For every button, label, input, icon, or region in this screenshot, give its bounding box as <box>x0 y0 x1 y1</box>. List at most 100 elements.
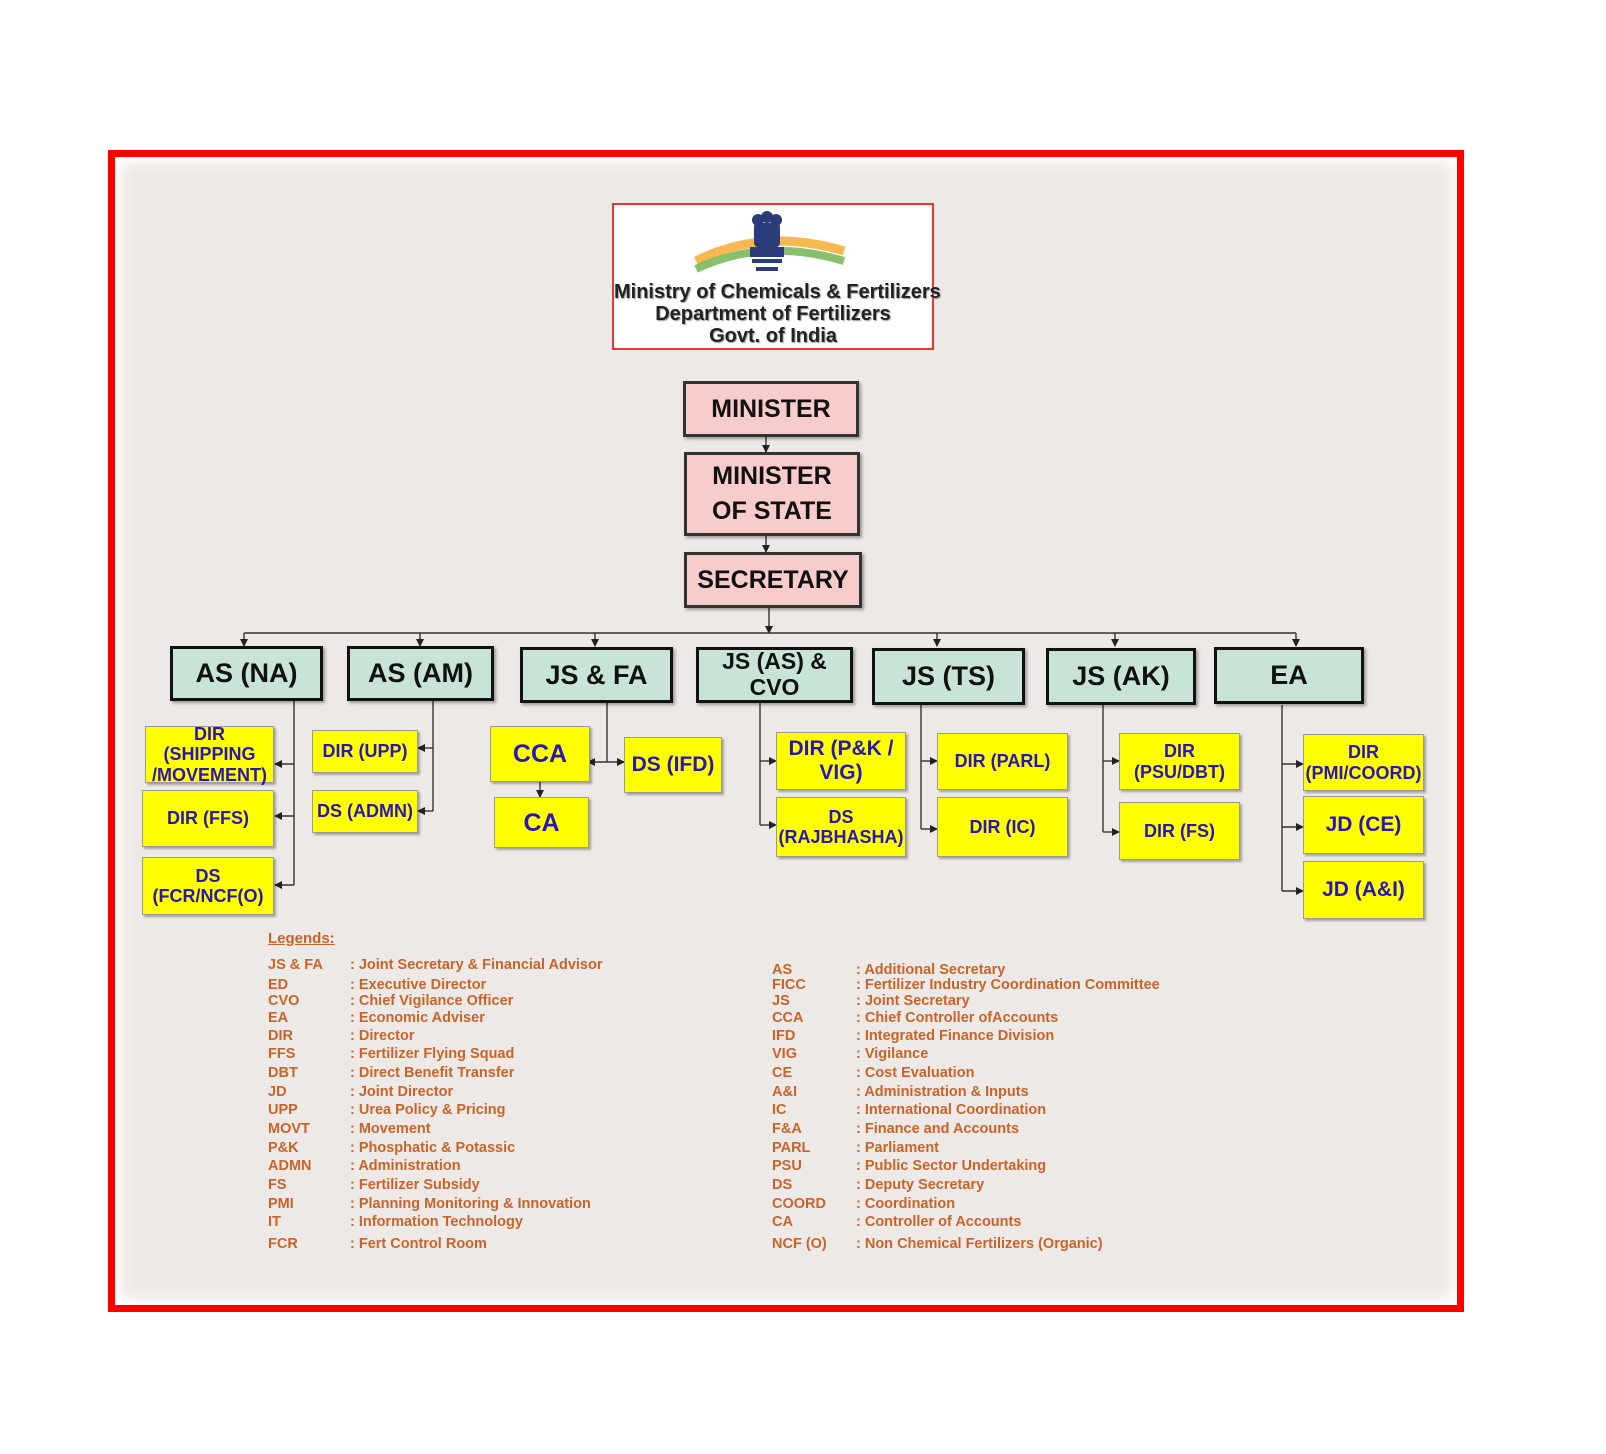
legend-desc: : Information Technology <box>350 1214 523 1230</box>
legend-desc: : Integrated Finance Division <box>856 1028 1055 1044</box>
sub-label: DIR (SHIPPING /MOVEMENT) <box>152 724 267 785</box>
legend-desc: : Joint Secretary <box>856 993 970 1009</box>
legend-desc: : Public Sector Undertaking <box>856 1158 1047 1174</box>
legend-desc: : Joint Secretary & Financial Advisor <box>350 957 603 973</box>
head-label: AS (NA) <box>195 658 298 689</box>
legend-abbr: FFS <box>268 1046 296 1062</box>
sub-jd-ai: JD (A&I) <box>1303 861 1424 919</box>
legend-desc: : Joint Director <box>350 1084 454 1100</box>
sub-dir-ic: DIR (IC) <box>937 797 1068 857</box>
legend-desc: : Phosphatic & Potassic <box>350 1140 516 1156</box>
legend-abbr: P&K <box>268 1140 299 1156</box>
legend-abbr: A&I <box>772 1084 797 1100</box>
mos-label-line1: MINISTER <box>712 462 832 490</box>
legend-abbr: ED <box>268 977 289 993</box>
head-label: JS (AK) <box>1072 661 1170 692</box>
legend-abbr: JS <box>772 993 790 1009</box>
legend-abbr: MOVT <box>268 1121 310 1137</box>
head-label: JS (AS) & CVO <box>722 648 827 700</box>
legend-abbr: CA <box>772 1214 793 1230</box>
legend-abbr: VIG <box>772 1046 797 1062</box>
sub-ds-ifd: DS (IFD) <box>624 737 722 793</box>
legend-abbr: FICC <box>772 977 806 993</box>
legend-abbr: JD <box>268 1084 287 1100</box>
sub-label: JD (A&I) <box>1322 878 1405 902</box>
sub-label: DS (IFD) <box>631 753 715 777</box>
head-as-na: AS (NA) <box>170 646 323 701</box>
legend-abbr: DBT <box>268 1065 298 1081</box>
legend-desc: : Cost Evaluation <box>856 1065 975 1081</box>
sub-label: DS (ADMN) <box>317 801 413 822</box>
head-label: JS (TS) <box>901 661 995 692</box>
sub-dir-parl: DIR (PARL) <box>937 733 1068 790</box>
head-as-am: AS (AM) <box>347 646 494 701</box>
legend-desc: : Direct Benefit Transfer <box>350 1065 515 1081</box>
legend-abbr: CVO <box>268 993 300 1009</box>
sub-ds-fcr-ncf: DS (FCR/NCF(O) <box>142 857 274 915</box>
legend-desc: : Additional Secretary <box>856 962 1006 978</box>
sub-label: DIR (PMI/COORD) <box>1305 742 1422 783</box>
legend-abbr: CCA <box>772 1010 804 1026</box>
legend-desc: : Planning Monitoring & Innovation <box>350 1196 591 1212</box>
legend-desc: : Controller of Accounts <box>856 1214 1022 1230</box>
sub-label: CCA <box>512 740 568 768</box>
sub-dir-pmi-coord: DIR (PMI/COORD) <box>1303 734 1424 791</box>
legend-desc: : Executive Director <box>350 977 487 993</box>
sub-label: CA <box>523 808 560 837</box>
legend-abbr: CE <box>772 1065 793 1081</box>
legend-desc: : Fertilizer Flying Squad <box>350 1046 515 1062</box>
minister-label: MINISTER <box>711 395 831 423</box>
head-js-ts: JS (TS) <box>872 648 1025 705</box>
legend-desc: : Deputy Secretary <box>856 1177 985 1193</box>
legend-desc: : Administration <box>350 1158 461 1174</box>
legend-abbr: PARL <box>772 1140 811 1156</box>
legend-desc: : Non Chemical Fertilizers (Organic) <box>856 1236 1103 1252</box>
head-label: JS & FA <box>545 659 648 690</box>
legend-abbr: AS <box>772 962 793 978</box>
sub-dir-upp: DIR (UPP) <box>312 730 418 773</box>
legend-desc: : International Coordination <box>856 1102 1047 1118</box>
sub-label: DIR (FS) <box>1144 820 1215 841</box>
national-emblem-icon <box>694 211 846 273</box>
legend-desc: : Urea Policy & Pricing <box>350 1102 506 1118</box>
legend-abbr: FS <box>268 1177 287 1193</box>
mos-label-line2: OF STATE <box>712 497 832 525</box>
sub-dir-fs: DIR (FS) <box>1119 802 1240 860</box>
legend-abbr: JS & FA <box>268 957 323 973</box>
sub-dir-psu-dbt: DIR (PSU/DBT) <box>1119 733 1240 790</box>
legend-abbr: IFD <box>772 1028 796 1044</box>
legend-abbr: PSU <box>772 1158 802 1174</box>
ministry-name: Ministry of Chemicals & Fertilizers <box>614 281 941 303</box>
minister-box: MINISTER <box>683 381 859 437</box>
secretary-label: SECRETARY <box>697 566 849 594</box>
legend-abbr: DIR <box>268 1028 293 1044</box>
legend-abbr: EA <box>268 1010 289 1026</box>
sub-ds-rajbhasha: DS (RAJBHASHA) <box>776 797 906 857</box>
sub-ds-admn: DS (ADMN) <box>312 790 418 833</box>
legend-abbr: F&A <box>772 1121 802 1137</box>
legend-desc: : Administration & Inputs <box>856 1084 1029 1100</box>
legend-desc: : Fertilizer Industry Coordination Commi… <box>856 977 1160 993</box>
legend-abbr: DS <box>772 1177 793 1193</box>
legend-title: Legends: <box>268 930 335 947</box>
legend-desc: : Economic Adviser <box>350 1010 485 1026</box>
sub-label: DIR (PSU/DBT) <box>1134 741 1225 782</box>
department-name: Department of Fertilizers <box>655 303 891 325</box>
sub-dir-shipping-movement: DIR (SHIPPING /MOVEMENT) <box>145 724 274 785</box>
legend-desc: : Vigilance <box>856 1046 929 1062</box>
legend-desc: : Movement <box>350 1121 431 1137</box>
government-name: Govt. of India <box>709 325 837 347</box>
legend-desc: : Chief Vigilance Officer <box>350 993 514 1009</box>
sub-label: DIR (P&K / VIG) <box>788 737 894 784</box>
legend-abbr: IT <box>268 1214 281 1230</box>
legend-desc: : Finance and Accounts <box>856 1121 1020 1137</box>
secretary-box: SECRETARY <box>684 552 862 608</box>
ministry-header-card: Ministry of Chemicals & Fertilizers Depa… <box>612 203 941 350</box>
legend-desc: : Fertilizer Subsidy <box>350 1177 480 1193</box>
legend-desc: : Coordination <box>856 1196 956 1212</box>
head-js-fa: JS & FA <box>520 647 673 703</box>
sub-dir-pk-vig: DIR (P&K / VIG) <box>776 732 906 790</box>
legend-desc: : Parliament <box>856 1140 939 1156</box>
legend-abbr: IC <box>772 1102 787 1118</box>
